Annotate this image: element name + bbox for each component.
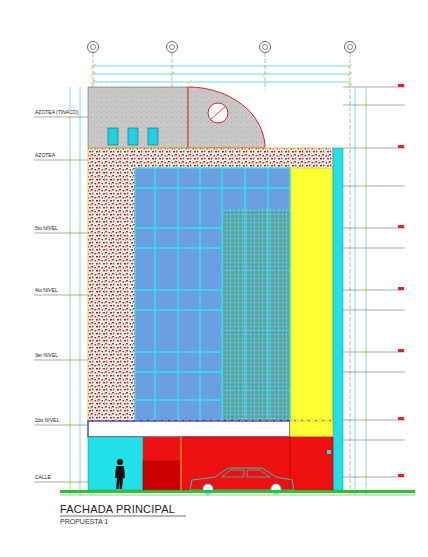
level-label: 4to NIVEL (34, 288, 59, 294)
level-label: 5to NIVEL (34, 226, 59, 232)
level-label: 3er NIVEL (34, 353, 59, 359)
level-label: CALLE (34, 475, 52, 481)
level-label: AZOTEA (TINACO) (34, 110, 79, 116)
drawing-subtitle: PROPUESTA 1 (60, 518, 108, 526)
level-label: 2do NIVEL (34, 418, 60, 424)
level-label: AZOTEA (34, 153, 56, 159)
drawing-title: FACHADA PRINCIPAL (60, 503, 175, 515)
